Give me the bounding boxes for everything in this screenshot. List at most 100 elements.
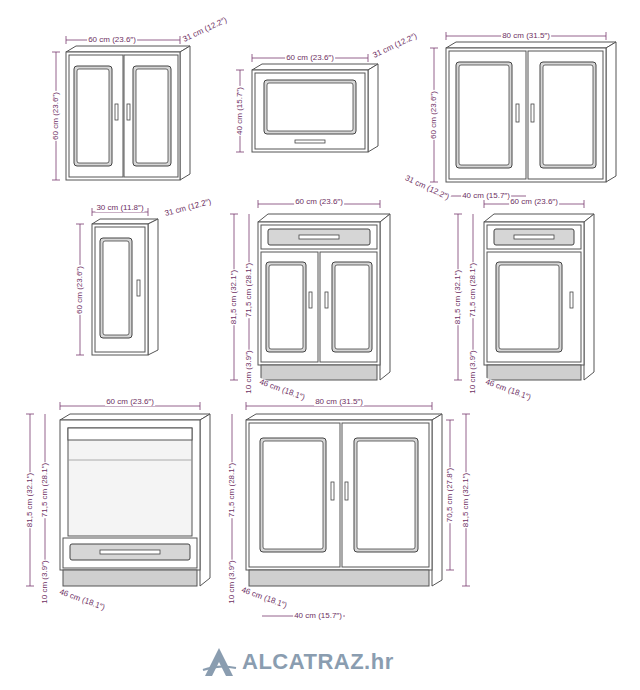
dimension-line [432,402,433,410]
wall-cabinet [124,55,178,177]
base-cabinet [487,225,581,249]
dimension-label: 60 cm (23.6″) [105,398,155,406]
wall-cabinet [66,46,190,180]
wall-cabinet [252,64,378,70]
dimension-line [454,214,462,215]
wall-cabinet [449,51,526,179]
wall-cabinet [446,42,616,48]
dimension-line [446,32,447,40]
dimension-label: 10 cm (3.9″) [41,559,49,604]
sink-cabinet [263,441,323,549]
dimension-line [246,402,247,410]
dimension-line [228,402,470,616]
base-cabinet [484,214,594,380]
dimension-label: 10 cm (3.9″) [228,559,236,604]
dimension-label: 31 cm (12.2″) [403,174,451,202]
base-cabinet [332,262,372,352]
dimension-label: 60 cm (23.6″) [52,91,60,141]
sink-cabinet [246,414,442,420]
wall-cabinet [446,42,616,182]
dimension-label: 81,5 cm (32.1″) [454,269,462,325]
dimension-line [446,420,454,421]
base-cabinet [258,214,390,222]
wall-cabinet [74,66,112,166]
dimension-label: 71,5 cm (28.1″) [469,262,477,318]
wall-cabinet [136,69,168,163]
dimension-label: 60 cm (23.6″) [294,198,344,206]
dimension-label: 60 cm (23.6″) [76,265,84,315]
wall-cabinet [92,219,158,224]
base-cabinet [269,265,303,349]
dimension-line [76,208,148,355]
dimension-line [380,200,381,208]
sink-cabinet [331,482,334,500]
dimension-line [66,36,67,44]
base-cabinet [320,252,377,362]
dimension-line [230,214,238,215]
wall-cabinet [92,224,148,355]
dimension-label: 80 cm (31.5″) [314,398,364,406]
base-cabinet [496,262,562,352]
base-cabinet [258,222,380,365]
dimension-label: 40 cm (15.7″) [461,192,511,200]
base-cabinet [261,252,318,362]
wall-cabinet [103,241,129,335]
base-cabinet [258,214,390,380]
wall-cabinet [446,48,606,182]
base-cabinet [335,265,369,349]
wall-cabinet [133,66,171,166]
wall-cabinet [252,70,368,152]
sink-cabinet [246,414,442,586]
dimension-label: 60 cm (23.6″) [430,90,438,140]
wall-cabinet [264,80,356,134]
wall-cabinet [543,65,593,165]
dimension-label: 60 cm (23.6″) [509,198,559,206]
base-cabinet [268,229,370,245]
dimension-line [52,52,60,53]
sink-cabinet [342,423,429,567]
wall-cabinet [92,219,158,355]
dimension-line [462,414,470,415]
base-cabinet [266,262,306,352]
dimension-label: 10 cm (3.9″) [245,349,253,394]
oven-cabinet [68,460,192,461]
wall-cabinet [516,104,519,122]
dimension-label: 10 cm (3.9″) [469,349,477,394]
dimension-line [368,54,369,62]
sink-cabinet [345,482,348,500]
watermark-logo: ALCATRAZ.hr [242,651,394,673]
wall-cabinet [95,227,145,352]
dimension-line [430,182,438,183]
wall-cabinet [267,83,353,131]
dimension-label: 80 cm (31.5″) [501,32,551,40]
dimension-line [26,402,200,586]
dimension-label: 71,5 cm (28.1″) [245,262,253,318]
dimension-label: 81,5 cm (32.1″) [230,269,238,325]
dimension-line [52,180,60,181]
base-cabinet [570,292,573,308]
sink-cabinet [357,441,415,549]
wall-cabinet [148,219,158,355]
logo-icon [203,648,236,676]
wall-cabinet [606,42,616,182]
base-cabinet [380,214,390,380]
wall-cabinet [115,104,118,120]
wall-cabinet [127,104,130,120]
sink-cabinet [354,438,418,552]
dimension-line [430,48,438,49]
wall-cabinet [540,62,596,168]
dimension-line [484,200,485,208]
wall-cabinet [528,51,603,179]
logo-icon [203,666,236,670]
dimension-line [26,586,34,587]
wall-cabinet [180,46,190,180]
base-cabinet [584,214,594,380]
dimension-line [430,32,606,196]
wall-cabinet [252,64,378,152]
dimension-line [52,36,180,180]
dimension-label: 81,5 cm (32.1″) [26,472,34,528]
base-cabinet [484,214,594,222]
dimension-label: 46 cm (18.1″) [57,588,106,613]
dimension-label: 46 cm (18.1″) [239,586,288,611]
